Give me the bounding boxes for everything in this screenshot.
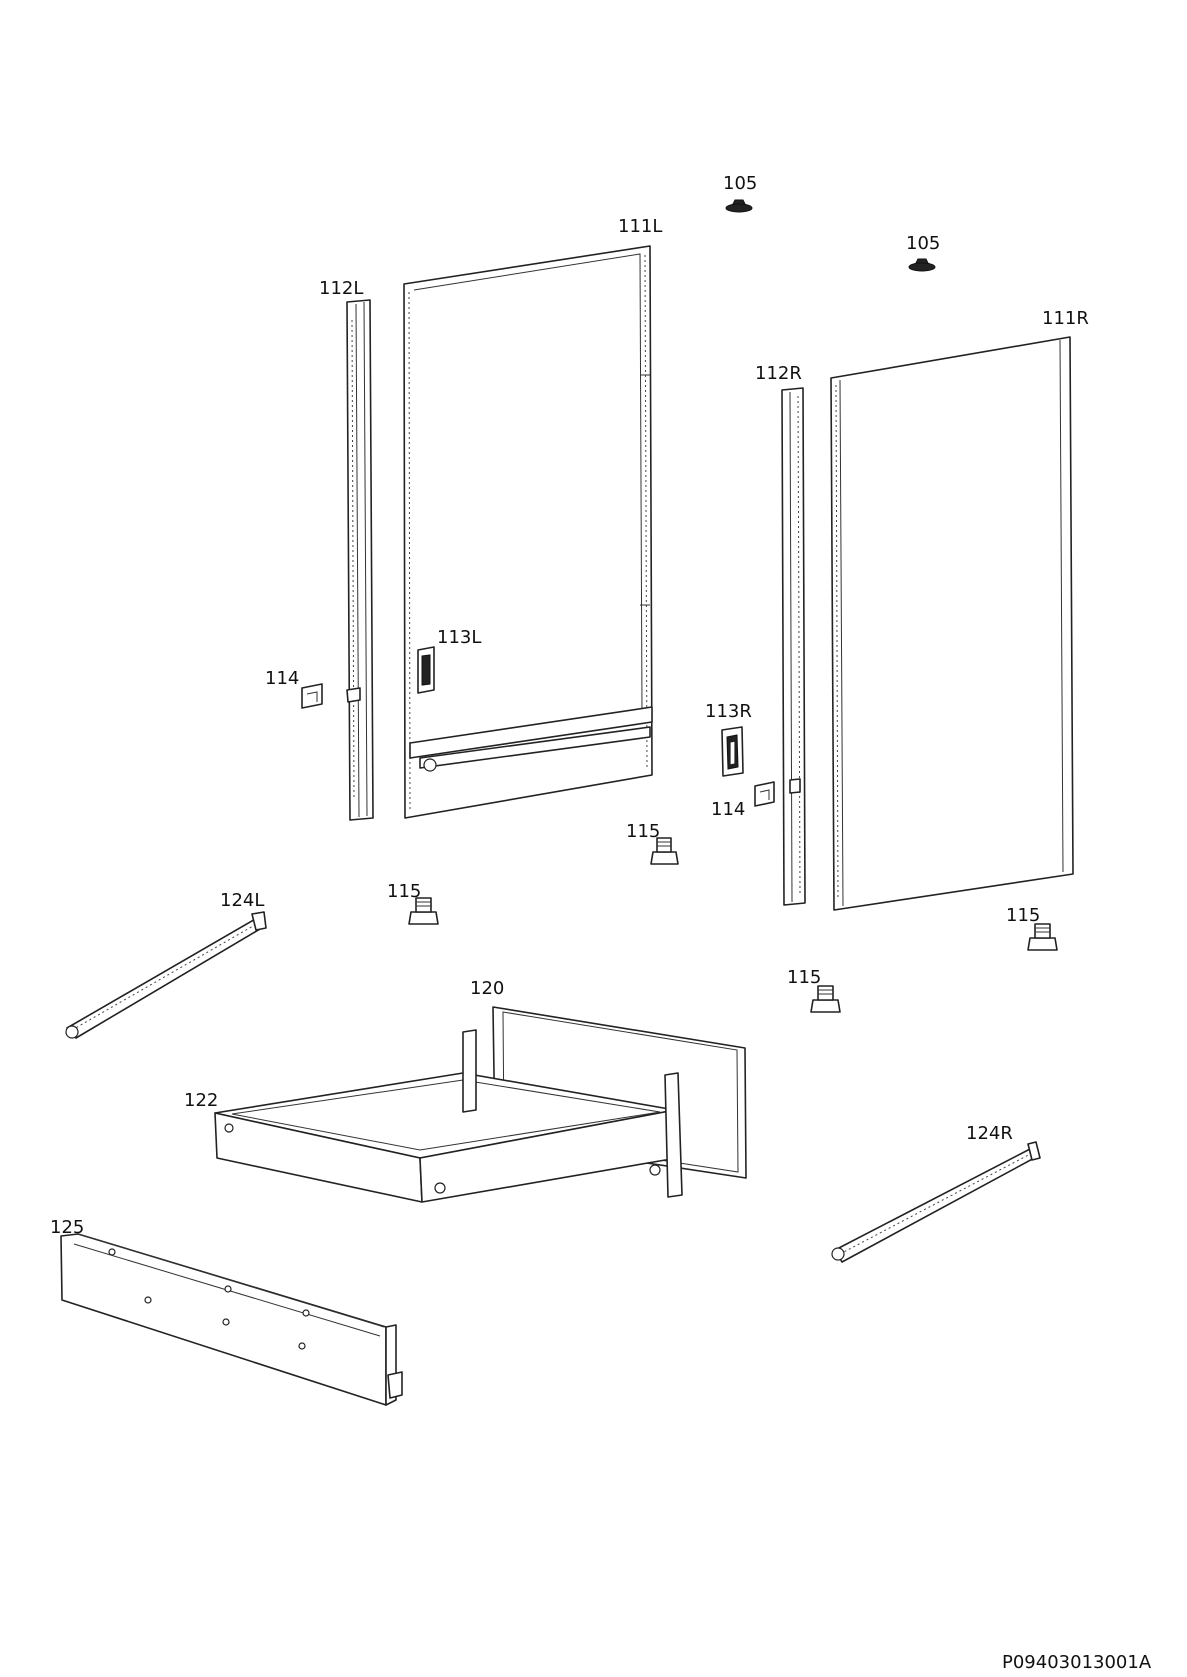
label-105-right: 105 bbox=[906, 233, 940, 254]
part-115-foot-2[interactable] bbox=[408, 897, 439, 925]
part-122-tray[interactable] bbox=[214, 1029, 683, 1203]
label-124R: 124R bbox=[966, 1123, 1013, 1144]
part-111R-side-panel[interactable] bbox=[830, 336, 1074, 911]
label-114-left: 114 bbox=[265, 668, 299, 689]
part-115-foot-4[interactable] bbox=[810, 985, 841, 1013]
label-115-3: 115 bbox=[1006, 905, 1040, 926]
label-113R: 113R bbox=[705, 701, 752, 722]
part-115-foot-1[interactable] bbox=[650, 837, 679, 865]
label-115-1: 115 bbox=[626, 821, 660, 842]
part-105-cap-left[interactable] bbox=[725, 199, 753, 213]
part-124R-rail[interactable] bbox=[831, 1141, 1041, 1263]
label-111R: 111R bbox=[1042, 308, 1089, 329]
label-111L: 111L bbox=[618, 216, 662, 237]
label-105-left: 105 bbox=[723, 173, 757, 194]
label-114-right: 114 bbox=[711, 799, 745, 820]
part-115-foot-3[interactable] bbox=[1027, 923, 1058, 951]
label-112L: 112L bbox=[319, 278, 363, 299]
part-105-cap-right[interactable] bbox=[908, 258, 936, 272]
label-113L: 113L bbox=[437, 627, 481, 648]
label-122: 122 bbox=[184, 1090, 218, 1111]
part-113L-bracket[interactable] bbox=[417, 646, 435, 694]
label-115-4: 115 bbox=[787, 967, 821, 988]
label-115-2: 115 bbox=[387, 881, 421, 902]
label-125: 125 bbox=[50, 1217, 84, 1238]
part-112L-strip[interactable] bbox=[346, 299, 374, 821]
label-124L: 124L bbox=[220, 890, 264, 911]
part-114-clip-right[interactable] bbox=[754, 781, 775, 807]
drawing-reference: P09403013001A bbox=[1002, 1652, 1152, 1673]
label-112R: 112R bbox=[755, 363, 802, 384]
part-124L-rail[interactable] bbox=[65, 911, 267, 1039]
label-120: 120 bbox=[470, 978, 504, 999]
part-114-clip-left[interactable] bbox=[301, 683, 323, 709]
part-112R-strip[interactable] bbox=[781, 387, 806, 906]
part-111L-side-panel[interactable] bbox=[403, 245, 653, 819]
part-113R-bracket[interactable] bbox=[721, 726, 744, 777]
part-125-plinth[interactable] bbox=[60, 1233, 403, 1406]
